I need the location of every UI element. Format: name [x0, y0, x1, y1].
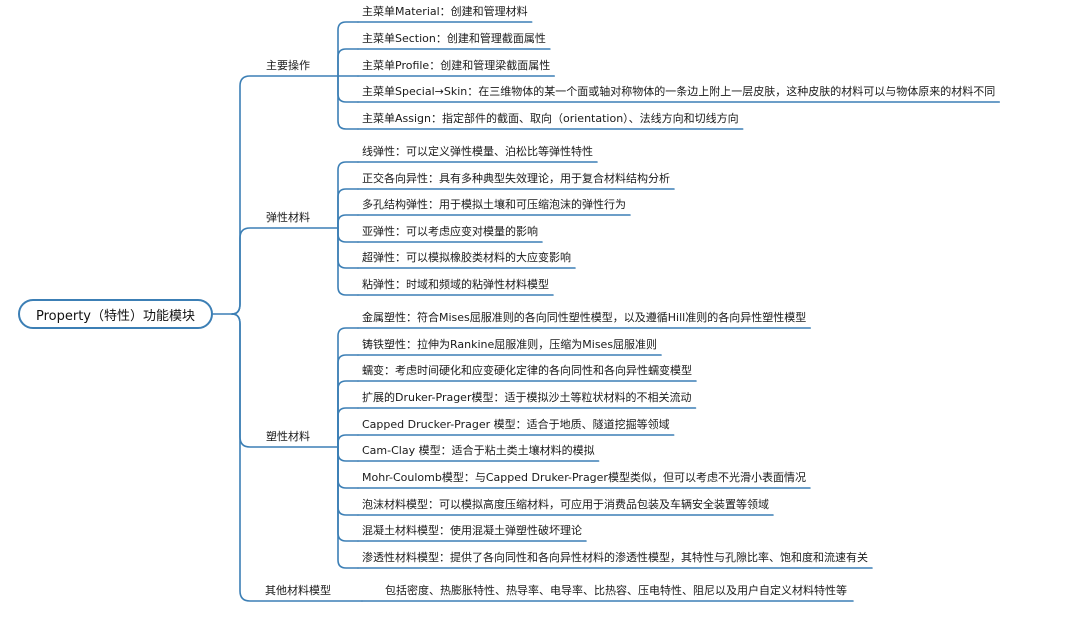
leaf-connector	[337, 227, 359, 269]
leaf-connector	[337, 188, 359, 229]
leaf-label[interactable]: 主菜单Section：创建和管理截面属性	[362, 32, 546, 45]
leaf-connector	[337, 407, 359, 448]
branch-connector-1	[231, 227, 339, 315]
leaf-connector	[337, 446, 359, 516]
leaf-label[interactable]: 扩展的Druker-Prager模型：适于模拟沙土等粒状材料的不相关流动	[362, 391, 692, 404]
branch-label-0[interactable]: 主要操作	[266, 59, 310, 72]
leaf-label[interactable]: 泡沫材料模型：可以模拟高度压缩材料，可应用于消费品包装及车辆安全装置等领域	[362, 498, 769, 511]
leaf-connector	[337, 75, 359, 130]
leaf-connector	[337, 48, 359, 77]
leaf-label[interactable]: 亚弹性：可以考虑应变对模量的影响	[362, 225, 538, 238]
leaf-label[interactable]: 主菜单Profile：创建和管理梁截面属性	[362, 59, 551, 72]
leaf-label[interactable]: 主菜单Special→Skin：在三维物体的某一个面或轴对称物体的一条边上附上一…	[362, 85, 996, 98]
leaf-connector	[337, 434, 359, 448]
leaf-label[interactable]: 粘弹性：时域和频域的粘弹性材料模型	[362, 278, 549, 291]
branch-label-2[interactable]: 塑性材料	[266, 430, 310, 443]
leaf-connector	[337, 380, 359, 448]
branch-connector-0	[231, 75, 339, 315]
leaf-connector	[337, 161, 359, 229]
leaf-label[interactable]: Capped Drucker-Prager 模型：适合于地质、隧道挖掘等领域	[362, 418, 670, 431]
leaf-label[interactable]: 铸铁塑性：拉伸为Rankine屈服准则，压缩为Mises屈服准则	[362, 338, 658, 351]
root-label: Property（特性）功能模块	[35, 308, 195, 324]
leaf-connector	[337, 354, 359, 448]
root-node[interactable]: Property（特性）功能模块	[18, 299, 213, 329]
branch-label-3[interactable]: 其他材料模型	[265, 584, 331, 597]
leaf-connector	[337, 75, 359, 103]
leaf-connector	[337, 446, 359, 569]
leaf-connector	[337, 446, 359, 462]
branch-label-1[interactable]: 弹性材料	[266, 211, 310, 224]
leaf-label[interactable]: 超弹性：可以模拟橡胶类材料的大应变影响	[362, 251, 571, 264]
leaf-label[interactable]: 主菜单Assign：指定部件的截面、取向（orientation）、法线方向和切…	[362, 112, 739, 125]
leaf-label[interactable]: 渗透性材料模型：提供了各向同性和各向异性材料的渗透性模型，其特性与孔隙比率、饱和…	[362, 551, 868, 564]
leaf-label[interactable]: 多孔结构弹性：用于模拟土壤和可压缩泡沫的弹性行为	[362, 198, 626, 211]
leaf-connector	[337, 21, 359, 77]
leaf-connector	[337, 214, 359, 229]
leaf-label[interactable]: 正交各向异性：具有多种典型失效理论，用于复合材料结构分析	[362, 172, 670, 185]
leaf-label[interactable]: 包括密度、热膨胀特性、热导率、电导率、比热容、压电特性、阻尼以及用户自定义材料特…	[385, 584, 847, 597]
leaf-connector	[337, 327, 359, 448]
leaf-label[interactable]: 混凝土材料模型：使用混凝土弹塑性破坏理论	[362, 524, 582, 537]
branch-connector-2	[231, 313, 339, 448]
branch-connector-3	[231, 313, 363, 602]
leaf-connector	[337, 227, 359, 296]
leaf-label[interactable]: Mohr-Coulomb模型：与Capped Druker-Prager模型类似…	[362, 471, 806, 484]
leaf-label[interactable]: 蠕变：考虑时间硬化和应变硬化定律的各向同性和各向异性蠕变模型	[362, 364, 692, 377]
leaf-label[interactable]: 主菜单Material：创建和管理材料	[362, 5, 528, 18]
leaf-label[interactable]: 金属塑性：符合Mises屈服准则的各向同性塑性模型，以及遵循Hill准则的各向异…	[362, 311, 807, 324]
leaf-label[interactable]: Cam-Clay 模型：适合于粘土类土壤材料的模拟	[362, 444, 595, 457]
leaf-label[interactable]: 线弹性：可以定义弹性模量、泊松比等弹性特性	[362, 145, 593, 158]
leaf-connector	[337, 227, 359, 243]
leaf-connector	[337, 446, 359, 489]
